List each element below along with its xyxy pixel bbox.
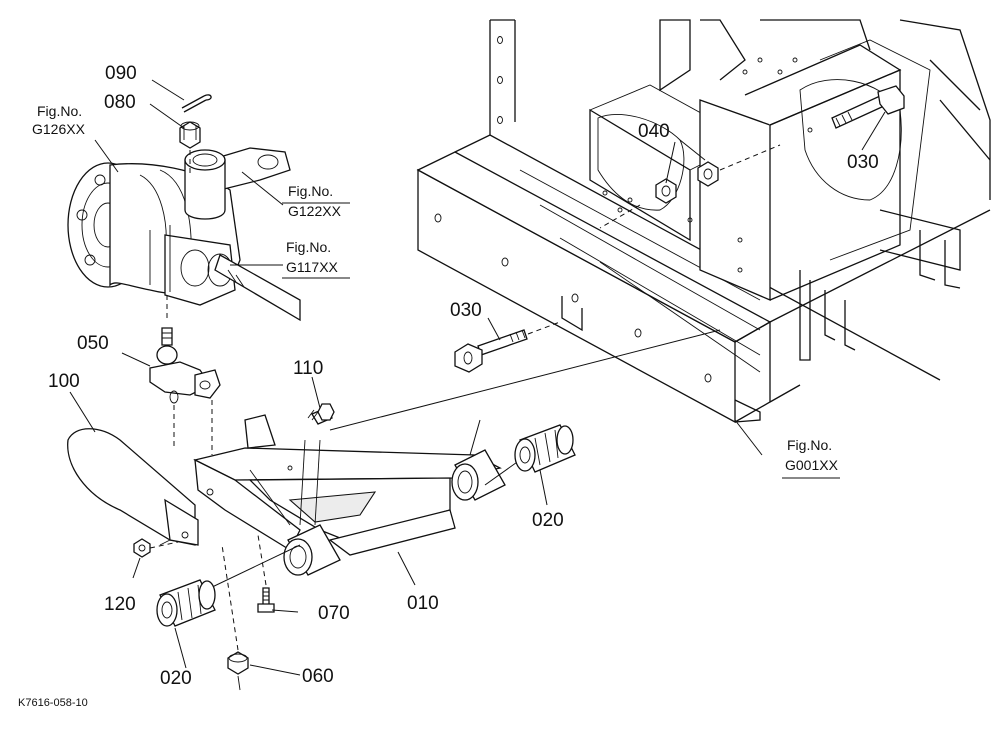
fig-ref-g001-line2: G001XX (785, 457, 839, 473)
label-030-mid: 030 (450, 300, 482, 321)
label-030-top: 030 (847, 152, 879, 173)
label-020-right: 020 (532, 510, 564, 531)
bolt-030-top (831, 85, 905, 129)
fig-ref-g117-line1: Fig.No. (286, 239, 331, 255)
fig-ref-g122-line2: G122XX (288, 203, 342, 219)
label-040: 040 (638, 121, 670, 142)
label-050: 050 (77, 333, 109, 354)
leader-lines (69, 79, 886, 676)
fig-ref-g117-line2: G117XX (286, 259, 339, 275)
label-010: 010 (407, 593, 439, 614)
nut-120 (133, 538, 179, 558)
ball-joint-050 (149, 295, 221, 455)
label-060: 060 (302, 666, 334, 687)
pin-090 (181, 94, 212, 113)
fig-ref-g122-line1: Fig.No. (288, 183, 333, 199)
label-020-left: 020 (160, 668, 192, 689)
fig-ref-g126-line1: Fig.No. (37, 103, 82, 119)
axis-line-rear-2 (469, 419, 481, 456)
bushing-020-left (156, 579, 216, 627)
knuckle-assembly (67, 147, 301, 322)
lower-arm-010 (193, 414, 506, 576)
guard-plate-100 (67, 428, 199, 546)
nut-040 (599, 144, 781, 229)
axis-line-bushing (484, 459, 521, 486)
nut-080 (179, 121, 201, 149)
fig-ref-g126-line2: G126XX (32, 121, 86, 137)
document-code: K7616-058-10 (18, 697, 88, 709)
fig-ref-g001-line1: Fig.No. (787, 437, 832, 453)
bolt-030-mid (454, 321, 561, 373)
label-100: 100 (48, 371, 80, 392)
main-frame (416, 19, 991, 424)
bolt-110 (307, 403, 335, 425)
nut-060 (221, 544, 249, 691)
label-110: 110 (293, 358, 323, 379)
label-120: 120 (104, 594, 136, 615)
bushing-020-right (514, 424, 576, 473)
bolt-070 (257, 534, 275, 613)
label-080: 080 (104, 92, 136, 113)
axis-line-rear (329, 329, 721, 431)
label-090: 090 (105, 63, 137, 84)
label-070: 070 (318, 603, 350, 624)
